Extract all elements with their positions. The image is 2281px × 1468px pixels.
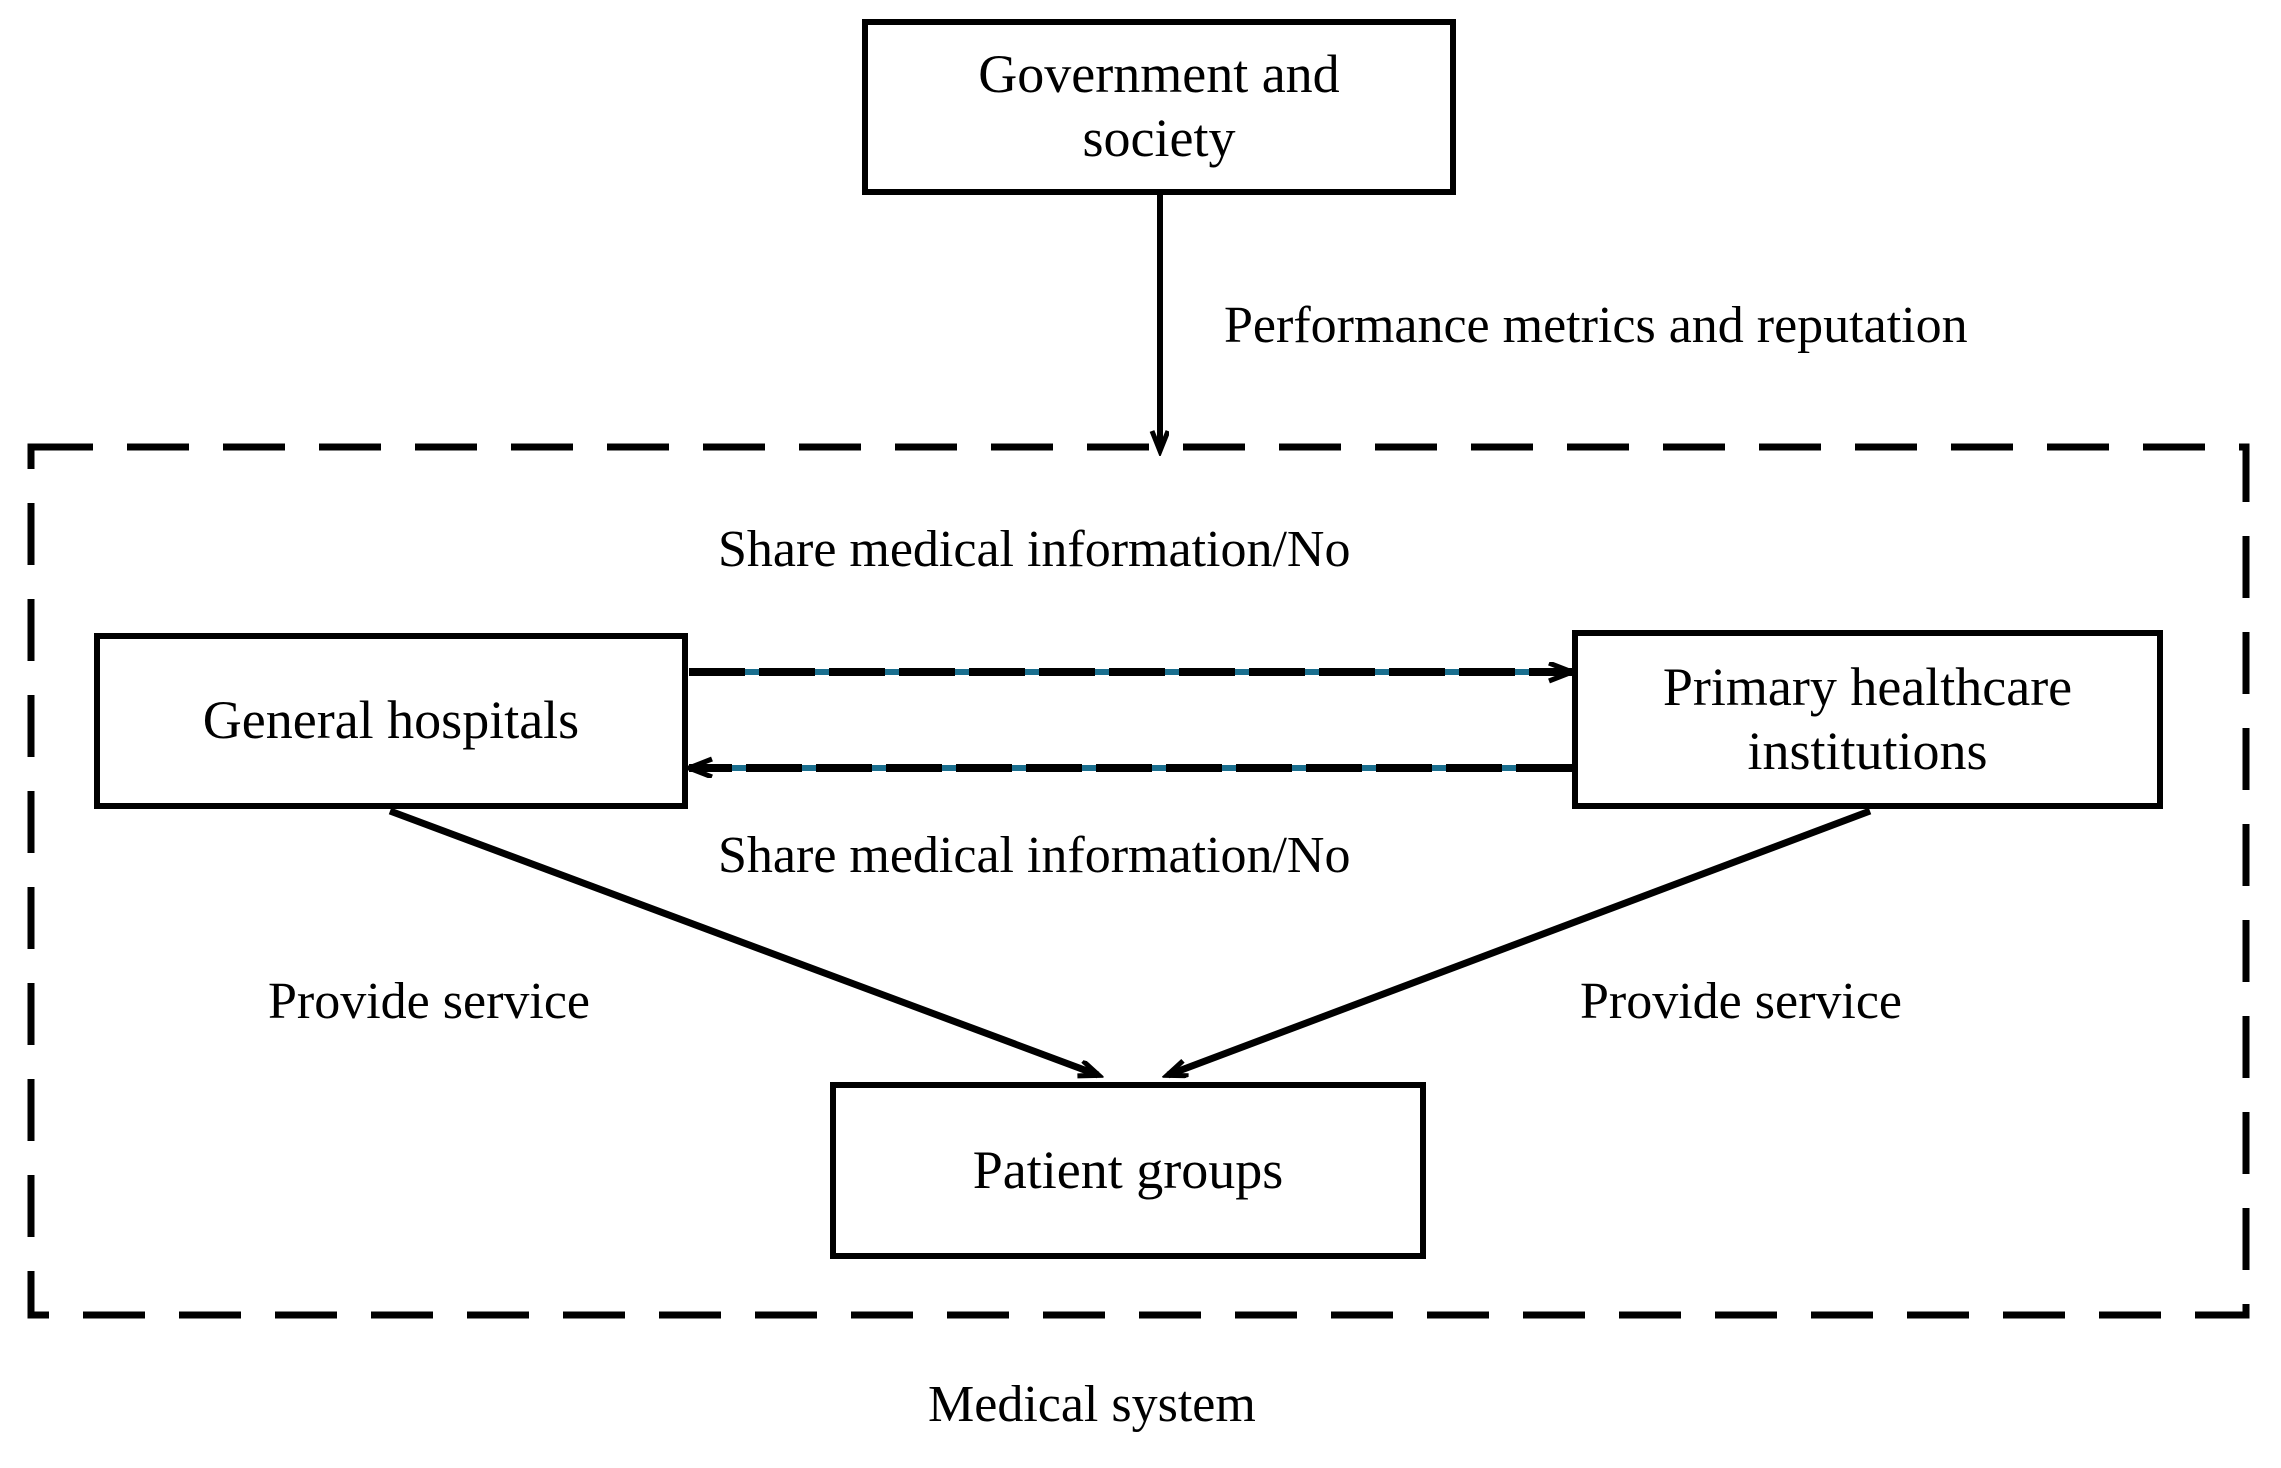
node-primary-healthcare-institutions[interactable]: Primary healthcare institutions (1572, 630, 2163, 809)
edge-label-provide-service-left: Provide service (268, 973, 591, 1030)
edge-label-provide-service-right: Provide service (1580, 973, 1903, 1030)
boundary-label-medical-system: Medical system (928, 1376, 1256, 1433)
edge-primary-to-patients (1168, 807, 1872, 1075)
node-primary-healthcare-institutions-label: Primary healthcare institutions (1662, 656, 2073, 781)
node-government-and-society-label: Government and society (978, 44, 1340, 168)
edge-label-share-medical-information-top: Share medical information/No (718, 521, 1351, 578)
node-patient-groups-label: Patient groups (972, 1139, 1284, 1200)
edge-label-performance-metrics: Performance metrics and reputation (1224, 297, 1968, 354)
edge-label-share-medical-information-bottom: Share medical information/No (718, 827, 1351, 884)
node-patient-groups[interactable]: Patient groups (830, 1082, 1426, 1259)
edge-hospitals-to-patients (388, 807, 1098, 1075)
node-general-hospitals-label: General hospitals (202, 690, 580, 751)
medical-system-boundary-rect (27, 443, 2250, 1319)
node-government-and-society[interactable]: Government and society (862, 19, 1456, 195)
node-general-hospitals[interactable]: General hospitals (94, 633, 688, 809)
